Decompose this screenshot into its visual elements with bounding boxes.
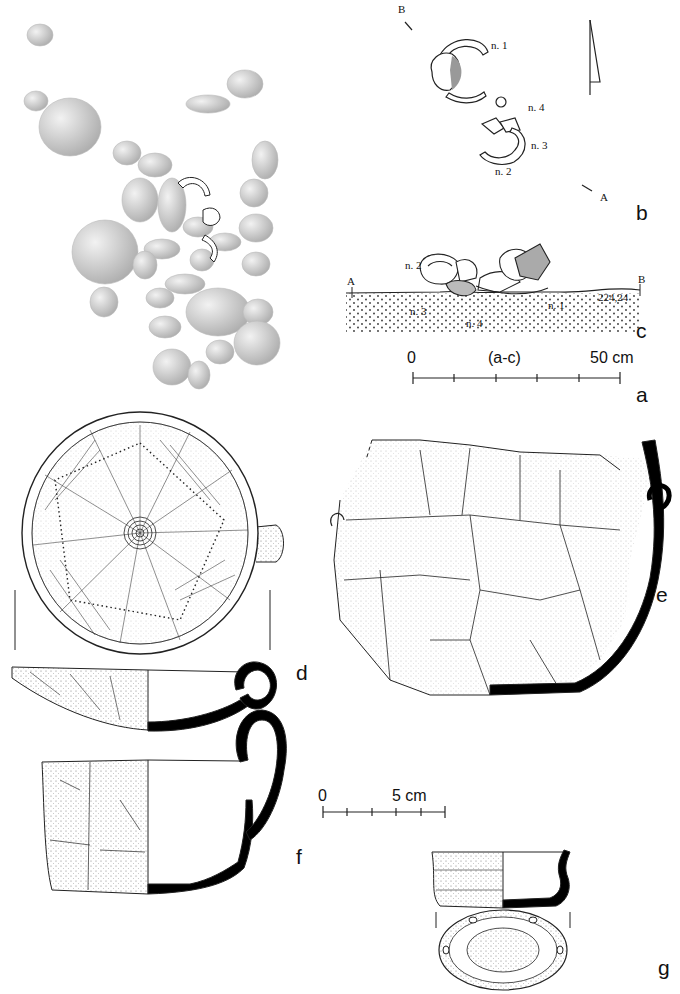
callout-number: n. 2 xyxy=(405,260,422,271)
small-cup-drawing xyxy=(432,850,570,990)
callout-number: n. 3 xyxy=(531,140,548,151)
scale-value: 5 cm xyxy=(392,788,427,804)
jar-drawing xyxy=(331,440,669,695)
axis-letter: A xyxy=(600,192,608,203)
panel-letter: g xyxy=(658,957,670,978)
scale-bar xyxy=(413,372,620,384)
axis-letter: B xyxy=(638,274,645,285)
callout-number: n. 4 xyxy=(466,318,483,329)
callout-number: n. 2 xyxy=(495,166,512,177)
panel-letter: d xyxy=(296,662,308,683)
panel-letter: e xyxy=(656,584,668,605)
scale-value: 50 cm xyxy=(590,350,634,366)
panel-letter: c xyxy=(636,320,647,341)
vessel-plan-small xyxy=(178,177,220,262)
axis-letter: B xyxy=(398,4,405,15)
panel-letter: f xyxy=(296,846,302,867)
bowl-plan xyxy=(15,412,284,654)
scale-value: 0 xyxy=(407,350,416,366)
panel-letter: b xyxy=(636,202,648,223)
panel-letter: a xyxy=(636,384,648,405)
callout-number: n. 1 xyxy=(491,40,508,51)
stone-plan xyxy=(24,24,280,389)
sherd-plan xyxy=(405,20,600,191)
section-drawing xyxy=(346,244,640,333)
elevation-value: 224,24 xyxy=(598,292,628,303)
callout-number: n. 1 xyxy=(548,300,565,311)
callout-number: n. 4 xyxy=(528,102,545,113)
axis-letter: A xyxy=(347,276,355,287)
bowl-section xyxy=(12,662,277,731)
scale-bar xyxy=(323,806,445,818)
cup-drawing xyxy=(42,710,286,894)
scale-label: (a-c) xyxy=(488,350,521,366)
scale-value: 0 xyxy=(318,788,327,804)
callout-number: n. 3 xyxy=(410,306,427,317)
